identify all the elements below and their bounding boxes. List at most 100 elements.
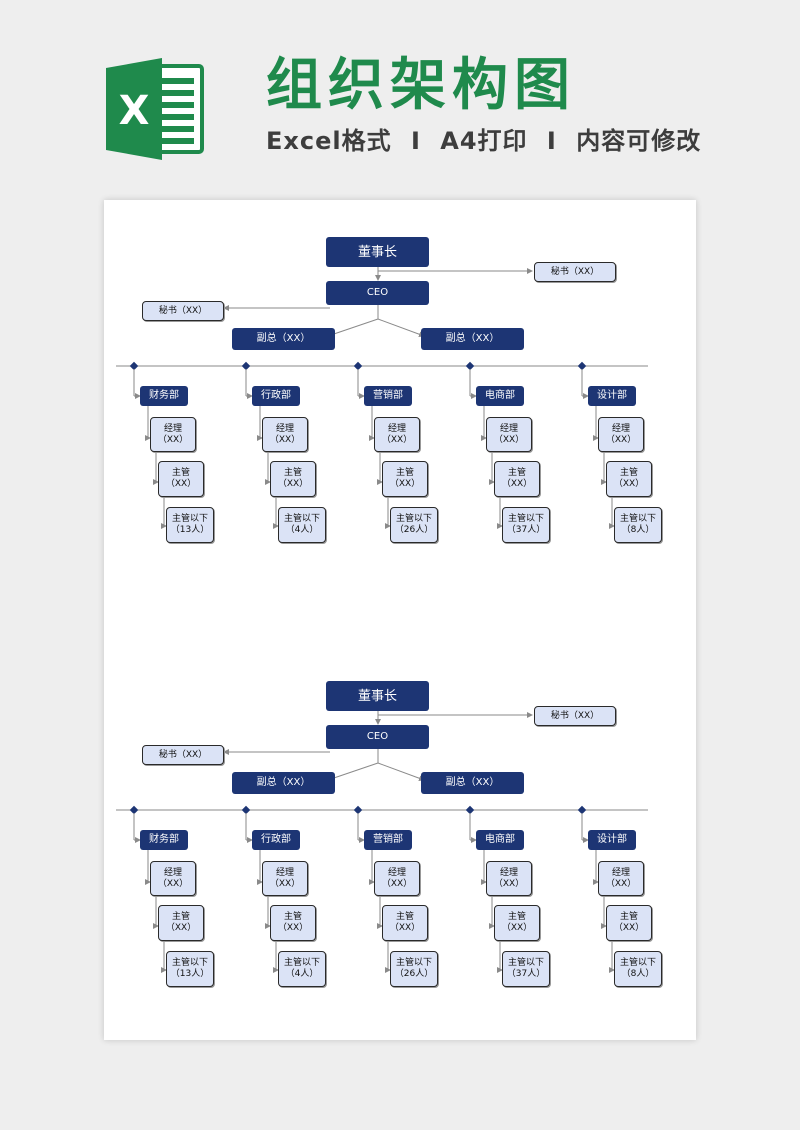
manager-node-label: 经理 （XX） [493,423,525,445]
manager-node: 经理 （XX） [486,861,532,896]
staff-node-label: 主管以下 （26人） [394,958,434,979]
department-node: 设计部 [588,830,636,850]
supervisor-node-label: 主管 （XX） [165,912,197,933]
department-node-label: 行政部 [261,834,291,845]
secretary-node-label: 秘书（XX） [550,710,600,721]
supervisor-node: 主管 （XX） [494,461,540,497]
secretary-node-label: 秘书（XX） [158,749,208,760]
staff-node-label: 主管以下 （37人） [506,514,546,535]
staff-node: 主管以下 （26人） [390,951,438,987]
staff-node-label: 主管以下 （4人） [283,958,320,979]
ceo-to-vp-right-line [377,318,425,338]
vp-node-label: 副总（XX） [256,333,311,344]
ceo-to-vp-left-line [327,762,379,782]
department-node: 营销部 [364,830,412,850]
diamond-marker [353,361,363,371]
diamond-marker [129,361,139,371]
department-node-label: 设计部 [597,390,627,401]
diamond-marker [353,805,363,815]
manager-node: 经理 （XX） [598,417,644,452]
supervisor-node-label: 主管 （XX） [165,468,197,489]
subtitle-editable: 内容可修改 [576,127,702,155]
staff-node: 主管以下 （37人） [502,507,550,543]
supervisor-node-label: 主管 （XX） [389,912,421,933]
supervisor-node: 主管 （XX） [606,461,652,497]
page-title: 组织架构图 [266,53,576,118]
chairman-node-label: 董事长 [357,244,397,260]
staff-node: 主管以下 （8人） [614,951,662,987]
manager-node: 经理 （XX） [486,417,532,452]
vp-node: 副总（XX） [421,772,524,794]
ceo-node-label: CEO [366,287,389,298]
supervisor-node-label: 主管 （XX） [613,912,645,933]
secretary-node-label: 秘书（XX） [550,266,600,277]
staff-node-label: 主管以下 （8人） [619,958,656,979]
staff-node-label: 主管以下 （13人） [170,514,210,535]
manager-node-label: 经理 （XX） [605,867,637,889]
supervisor-node: 主管 （XX） [270,461,316,497]
subtitle-print: A4打印 [440,127,528,155]
manager-node: 经理 （XX） [262,861,308,896]
staff-node: 主管以下 （13人） [166,951,214,987]
connector-lines [116,266,648,529]
vp-node-label: 副总（XX） [445,333,500,344]
staff-node: 主管以下 （8人） [614,507,662,543]
subtitle-separator: I [410,127,421,155]
department-node: 营销部 [364,386,412,406]
header: X 组织架构图 Excel格式 I A4打印 I 内容可修改 [0,0,800,190]
manager-node-label: 经理 （XX） [269,423,301,445]
staff-node: 主管以下 （26人） [390,507,438,543]
supervisor-node: 主管 （XX） [270,905,316,941]
diamond-marker [241,361,251,371]
secretary-node: 秘书（XX） [534,706,616,726]
staff-node-label: 主管以下 （4人） [283,514,320,535]
department-node-label: 电商部 [485,834,515,845]
supervisor-node: 主管 （XX） [494,905,540,941]
department-node: 设计部 [588,386,636,406]
subtitle-format: Excel格式 [266,127,392,155]
secretary-node: 秘书（XX） [142,301,224,321]
secretary-node: 秘书（XX） [142,745,224,765]
supervisor-node: 主管 （XX） [382,905,428,941]
chairman-node: 董事长 [326,681,429,711]
department-node: 行政部 [252,830,300,850]
staff-node: 主管以下 （4人） [278,507,326,543]
manager-node-label: 经理 （XX） [493,867,525,889]
vp-node: 副总（XX） [421,328,524,350]
supervisor-node-label: 主管 （XX） [501,912,533,933]
chairman-node-label: 董事长 [357,688,397,704]
department-node-label: 营销部 [373,834,403,845]
vp-node-label: 副总（XX） [256,777,311,788]
supervisor-node-label: 主管 （XX） [613,468,645,489]
supervisor-node: 主管 （XX） [606,905,652,941]
manager-node: 经理 （XX） [374,417,420,452]
diamond-marker [241,805,251,815]
logo-letter: X [119,88,150,134]
staff-node-label: 主管以下 （13人） [170,958,210,979]
staff-node: 主管以下 （4人） [278,951,326,987]
subtitle-separator: I [546,127,557,155]
manager-node-label: 经理 （XX） [269,867,301,889]
staff-node: 主管以下 （37人） [502,951,550,987]
department-node-label: 行政部 [261,390,291,401]
connector-lines [116,710,648,973]
ceo-node: CEO [326,725,429,749]
vp-node: 副总（XX） [232,772,335,794]
ceo-to-vp-right-line [377,762,425,782]
department-node: 电商部 [476,830,524,850]
staff-node: 主管以下 （13人） [166,507,214,543]
supervisor-node-label: 主管 （XX） [277,468,309,489]
diamond-marker [465,361,475,371]
excel-logo-icon: X [106,58,204,160]
manager-node-label: 经理 （XX） [157,867,189,889]
chairman-node: 董事长 [326,237,429,267]
staff-node-label: 主管以下 （37人） [506,958,546,979]
department-node-label: 营销部 [373,390,403,401]
ceo-to-vp-left-line [327,318,379,338]
supervisor-node-label: 主管 （XX） [277,912,309,933]
manager-node: 经理 （XX） [262,417,308,452]
supervisor-node: 主管 （XX） [158,461,204,497]
